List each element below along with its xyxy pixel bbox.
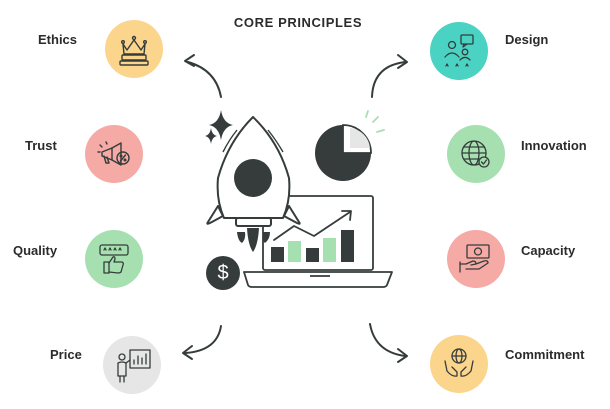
label-capacity: Capacity — [521, 243, 576, 258]
arrow-to-commitment — [369, 323, 406, 357]
sparkle-small-icon — [205, 128, 217, 144]
team-meeting-icon — [444, 34, 474, 67]
trend-arrow — [273, 210, 352, 241]
chart-bar-3 — [306, 248, 319, 262]
chart-bar-1 — [271, 247, 284, 262]
crown-icon — [119, 35, 149, 66]
label-innovation: Innovation — [521, 138, 587, 153]
dollar-coin-icon — [206, 256, 240, 290]
chart-bar-4 — [323, 238, 336, 262]
arrow-to-design — [371, 61, 406, 98]
hands-globe-icon — [444, 348, 474, 377]
money-hand-icon — [459, 244, 490, 273]
label-ethics: Ethics — [38, 32, 78, 47]
dollar-symbol: $ — [217, 262, 229, 284]
rocket-window — [234, 159, 272, 197]
pie-chart-icon — [315, 110, 385, 181]
diagram-title: CORE PRINCIPLES — [233, 15, 363, 30]
innovation-circle — [447, 125, 505, 183]
label-price: Price — [50, 347, 82, 362]
rating-thumbs-up-icon — [99, 244, 129, 274]
quality-circle — [85, 230, 143, 288]
label-quality: Quality — [13, 243, 58, 258]
label-commitment: Commitment — [505, 347, 585, 362]
arrow-to-price — [184, 325, 222, 354]
chart-bar-5 — [341, 230, 354, 262]
chart-bar-2 — [288, 241, 301, 262]
rocket-flame-icon — [247, 228, 259, 252]
price-circle — [103, 336, 161, 394]
capacity-circle — [447, 230, 505, 288]
label-design: Design — [505, 32, 549, 47]
megaphone-icon — [97, 141, 130, 166]
trust-circle — [85, 125, 143, 183]
design-circle — [430, 22, 488, 80]
sparkle-icon — [209, 110, 233, 140]
ethics-circle — [105, 20, 163, 78]
globe-check-icon — [461, 140, 490, 168]
commitment-circle — [430, 335, 488, 393]
arrow-to-ethics — [187, 61, 222, 98]
label-trust: Trust — [25, 138, 57, 153]
presentation-icon — [117, 349, 151, 383]
